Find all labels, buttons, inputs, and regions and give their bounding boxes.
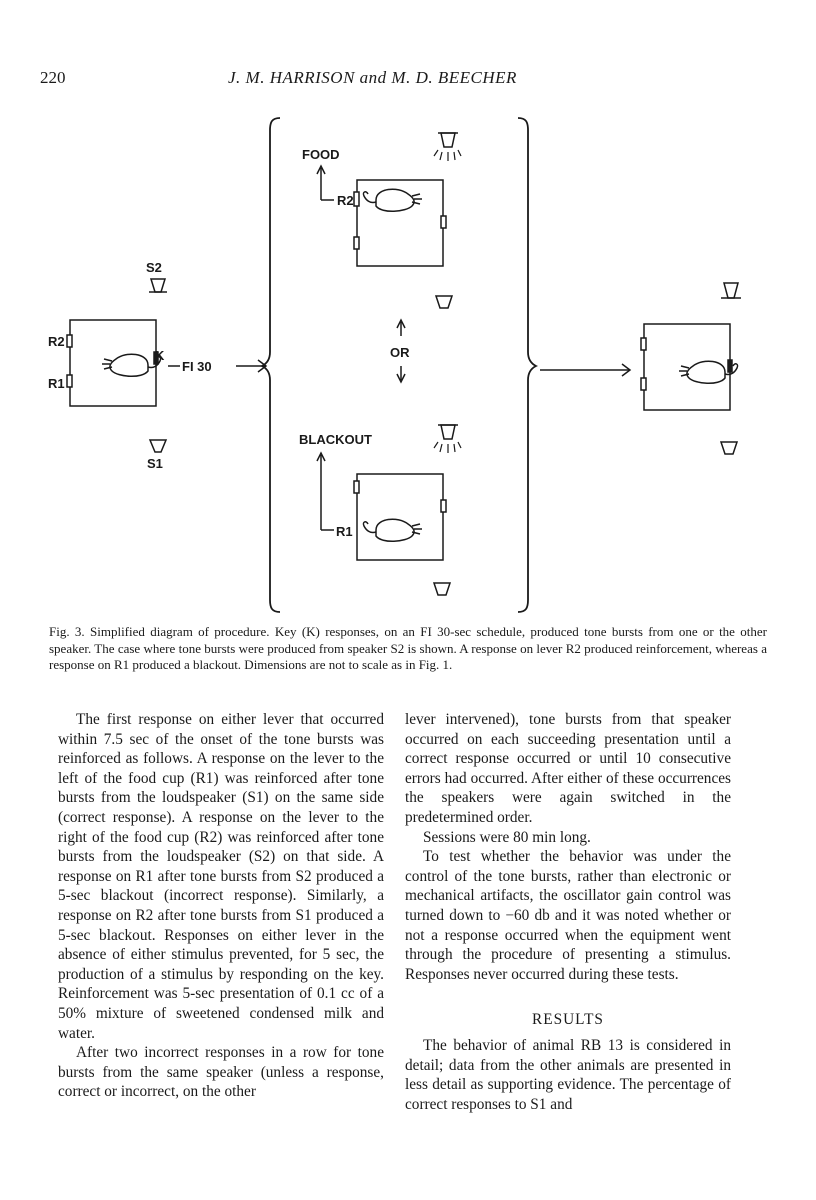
right-brace xyxy=(517,117,539,613)
rat-top-icon xyxy=(362,188,423,213)
rat-bottom-icon xyxy=(362,518,423,543)
right-column: lever intervened), tone bursts from that… xyxy=(405,710,731,1114)
figure-caption: Fig. 3. Simplified diagram of procedure.… xyxy=(49,624,767,674)
speaker-active-bottom-icon xyxy=(433,424,462,453)
left-column: The first response on either lever that … xyxy=(58,710,384,1102)
page-header: 220 J. M. HARRISON and M. D. BEECHER xyxy=(40,68,780,98)
left-brace xyxy=(259,117,281,613)
fi30-label: FI 30 xyxy=(182,359,212,374)
bottom-chamber xyxy=(353,473,447,561)
speaker-bottom-passive-icon xyxy=(432,582,452,596)
top-chamber xyxy=(353,179,447,267)
page-number: 220 xyxy=(40,68,66,87)
paragraph: The behavior of animal RB 13 is consider… xyxy=(405,1036,731,1113)
paragraph: After two incorrect responses in a row f… xyxy=(58,1044,384,1101)
procedure-diagram: R2 R1 K S2 S1 FI 30 FOOD R2 OR xyxy=(48,117,741,613)
paragraph: Sessions were 80 min long. xyxy=(423,828,591,846)
left-r2-label: R2 xyxy=(48,334,65,349)
speaker-active-top-icon xyxy=(433,132,462,161)
caption-number: Fig. 3. xyxy=(49,624,85,639)
blackout-label: BLACKOUT xyxy=(299,432,372,447)
or-label: OR xyxy=(390,345,410,360)
results-heading: RESULTS xyxy=(532,1011,604,1029)
speaker-right-bottom-icon xyxy=(719,441,739,455)
top-r2-label: R2 xyxy=(337,193,354,208)
paragraph: lever intervened), tone bursts from that… xyxy=(405,711,731,826)
running-head: J. M. HARRISON and M. D. BEECHER xyxy=(228,68,517,87)
s2-label: S2 xyxy=(146,260,162,275)
rat-left-icon xyxy=(101,353,162,378)
key-label: K xyxy=(155,348,165,363)
paragraph: To test whether the behavior was under t… xyxy=(405,848,731,983)
paragraph: The first response on either lever that … xyxy=(58,711,384,1042)
food-label: FOOD xyxy=(302,147,340,162)
speaker-top-passive-icon xyxy=(434,295,454,309)
speaker-s2-icon xyxy=(149,278,167,293)
left-r1-label: R1 xyxy=(48,376,65,391)
speaker-right-top-icon xyxy=(721,282,741,299)
left-chamber xyxy=(66,319,162,407)
caption-text: Simplified diagram of procedure. Key (K)… xyxy=(49,624,767,672)
speaker-s1-icon xyxy=(148,439,168,453)
right-chamber xyxy=(640,323,739,411)
s1-label: S1 xyxy=(147,456,163,471)
bottom-r1-label: R1 xyxy=(336,524,353,539)
